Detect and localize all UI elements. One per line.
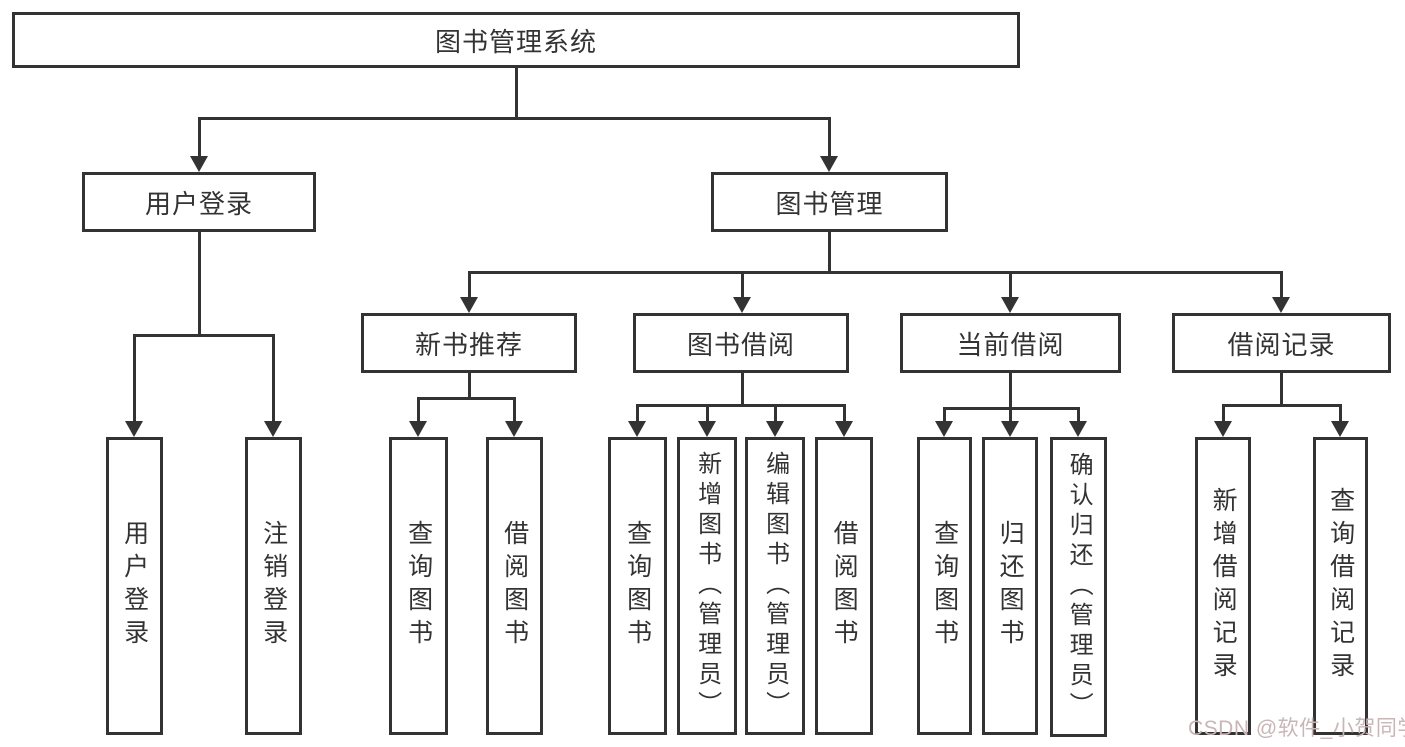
node-leaf-bor-edit-books-label: 编辑图书（管理员）	[761, 451, 789, 721]
connector-drop-book-management	[828, 117, 831, 157]
node-book-borrowing: 图书借阅	[633, 313, 849, 373]
connector-drop	[1222, 404, 1225, 423]
connector-drop	[774, 404, 777, 423]
connector-drop	[513, 397, 516, 423]
node-leaf-records-add-label: 新增借阅记录	[1209, 487, 1238, 685]
connector-current-stem	[1009, 373, 1012, 409]
node-leaf-bor-borrow-books: 借阅图书	[815, 437, 873, 735]
connector-drop	[636, 404, 639, 423]
node-borrowing-records: 借阅记录	[1172, 313, 1391, 373]
connector-newbook-stem	[468, 373, 471, 399]
connector-records-hbar	[1222, 404, 1342, 407]
node-leaf-rec-query-books-label: 查询图书	[404, 520, 433, 652]
connector-drop-leaf-logout	[272, 334, 275, 422]
arrow-down-icon	[820, 156, 838, 172]
connector-drop-user-login	[198, 117, 201, 157]
arrow-down-icon	[628, 421, 646, 437]
node-leaf-records-add: 新增借阅记录	[1195, 437, 1251, 735]
arrow-down-icon	[935, 421, 953, 437]
connector-bookmgmt-stem	[828, 232, 831, 273]
arrow-down-icon	[460, 297, 478, 313]
node-leaf-logout-label: 注销登录	[259, 520, 288, 652]
arrow-down-icon	[190, 156, 208, 172]
arrow-down-icon	[1001, 297, 1019, 313]
connector-root-stem	[515, 68, 518, 117]
node-leaf-bor-add-books-label: 新增图书（管理员）	[693, 451, 721, 721]
node-leaf-rec-borrow-books: 借阅图书	[486, 437, 543, 735]
node-leaf-records-query: 查询借阅记录	[1313, 437, 1368, 735]
arrow-down-icon	[1272, 297, 1290, 313]
node-user-login-label: 用户登录	[144, 188, 253, 219]
connector-drop	[843, 404, 846, 423]
connector-drop	[943, 407, 946, 423]
arrow-down-icon	[766, 421, 784, 437]
node-new-book-recommend-label: 新书推荐	[414, 329, 523, 360]
arrow-down-icon	[409, 421, 427, 437]
node-leaf-cur-confirm-return: 确认归还（管理员）	[1050, 437, 1107, 737]
connector-bookmgmt-hbar	[468, 271, 1282, 274]
node-book-borrowing-label: 图书借阅	[686, 329, 795, 360]
node-leaf-bor-add-books: 新增图书（管理员）	[677, 437, 737, 735]
node-leaf-cur-query-books-label: 查询图书	[930, 520, 959, 652]
node-current-borrowing: 当前借阅	[900, 313, 1121, 373]
node-book-management-label: 图书管理	[775, 188, 884, 219]
connector-userlogin-stem	[198, 232, 201, 335]
arrow-down-icon	[835, 421, 853, 437]
node-root-label: 图书管理系统	[434, 26, 597, 57]
node-leaf-cur-confirm-return-label: 确认归还（管理员）	[1065, 452, 1093, 722]
connector-drop	[1077, 407, 1080, 423]
arrow-down-icon	[125, 421, 143, 437]
connector-borrowing-stem	[741, 373, 744, 407]
arrow-down-icon	[264, 421, 282, 437]
connector-drop	[417, 397, 420, 423]
node-leaf-bor-query-books: 查询图书	[608, 437, 667, 735]
node-root: 图书管理系统	[12, 12, 1020, 68]
node-new-book-recommend: 新书推荐	[361, 313, 577, 373]
connector-drop	[1339, 404, 1342, 423]
arrow-down-icon	[1214, 421, 1232, 437]
connector-drop-current-borrowing	[1009, 271, 1012, 299]
connector-drop-borrowing-records	[1280, 271, 1283, 299]
node-leaf-bor-query-books-label: 查询图书	[623, 520, 652, 652]
csdn-watermark: CSDN @软件_小贺同学	[1188, 717, 1405, 740]
node-leaf-user-login-label: 用户登录	[120, 520, 149, 652]
node-current-borrowing-label: 当前借阅	[956, 329, 1065, 360]
connector-borrowing-hbar	[636, 404, 846, 407]
arrow-down-icon	[505, 421, 523, 437]
node-leaf-bor-borrow-books-label: 借阅图书	[830, 520, 859, 652]
node-book-management: 图书管理	[711, 172, 948, 232]
connector-drop	[706, 404, 709, 423]
node-leaf-cur-query-books: 查询图书	[917, 437, 972, 735]
connector-drop-new-book	[468, 271, 471, 299]
arrow-down-icon	[1331, 421, 1349, 437]
node-leaf-cur-return-books: 归还图书	[982, 437, 1038, 735]
node-user-login: 用户登录	[82, 172, 316, 232]
node-leaf-records-query-label: 查询借阅记录	[1326, 487, 1355, 685]
node-leaf-rec-borrow-books-label: 借阅图书	[500, 520, 529, 652]
connector-drop-book-borrowing	[741, 271, 744, 299]
node-borrowing-records-label: 借阅记录	[1227, 329, 1336, 360]
connector-records-stem	[1280, 373, 1283, 407]
arrow-down-icon	[1001, 421, 1019, 437]
connector-root-hbar	[198, 117, 830, 120]
node-leaf-user-login: 用户登录	[106, 437, 163, 735]
arrow-down-icon	[733, 297, 751, 313]
arrow-down-icon	[1069, 421, 1087, 437]
node-leaf-cur-return-books-label: 归还图书	[996, 520, 1025, 652]
connector-newbook-hbar	[417, 397, 516, 400]
node-leaf-logout: 注销登录	[245, 437, 302, 735]
node-leaf-bor-edit-books: 编辑图书（管理员）	[745, 437, 805, 735]
node-leaf-rec-query-books: 查询图书	[389, 437, 448, 735]
connector-drop-leaf-user-login	[133, 334, 136, 422]
connector-drop	[1009, 407, 1012, 423]
connector-userlogin-hbar	[133, 334, 274, 337]
arrow-down-icon	[698, 421, 716, 437]
